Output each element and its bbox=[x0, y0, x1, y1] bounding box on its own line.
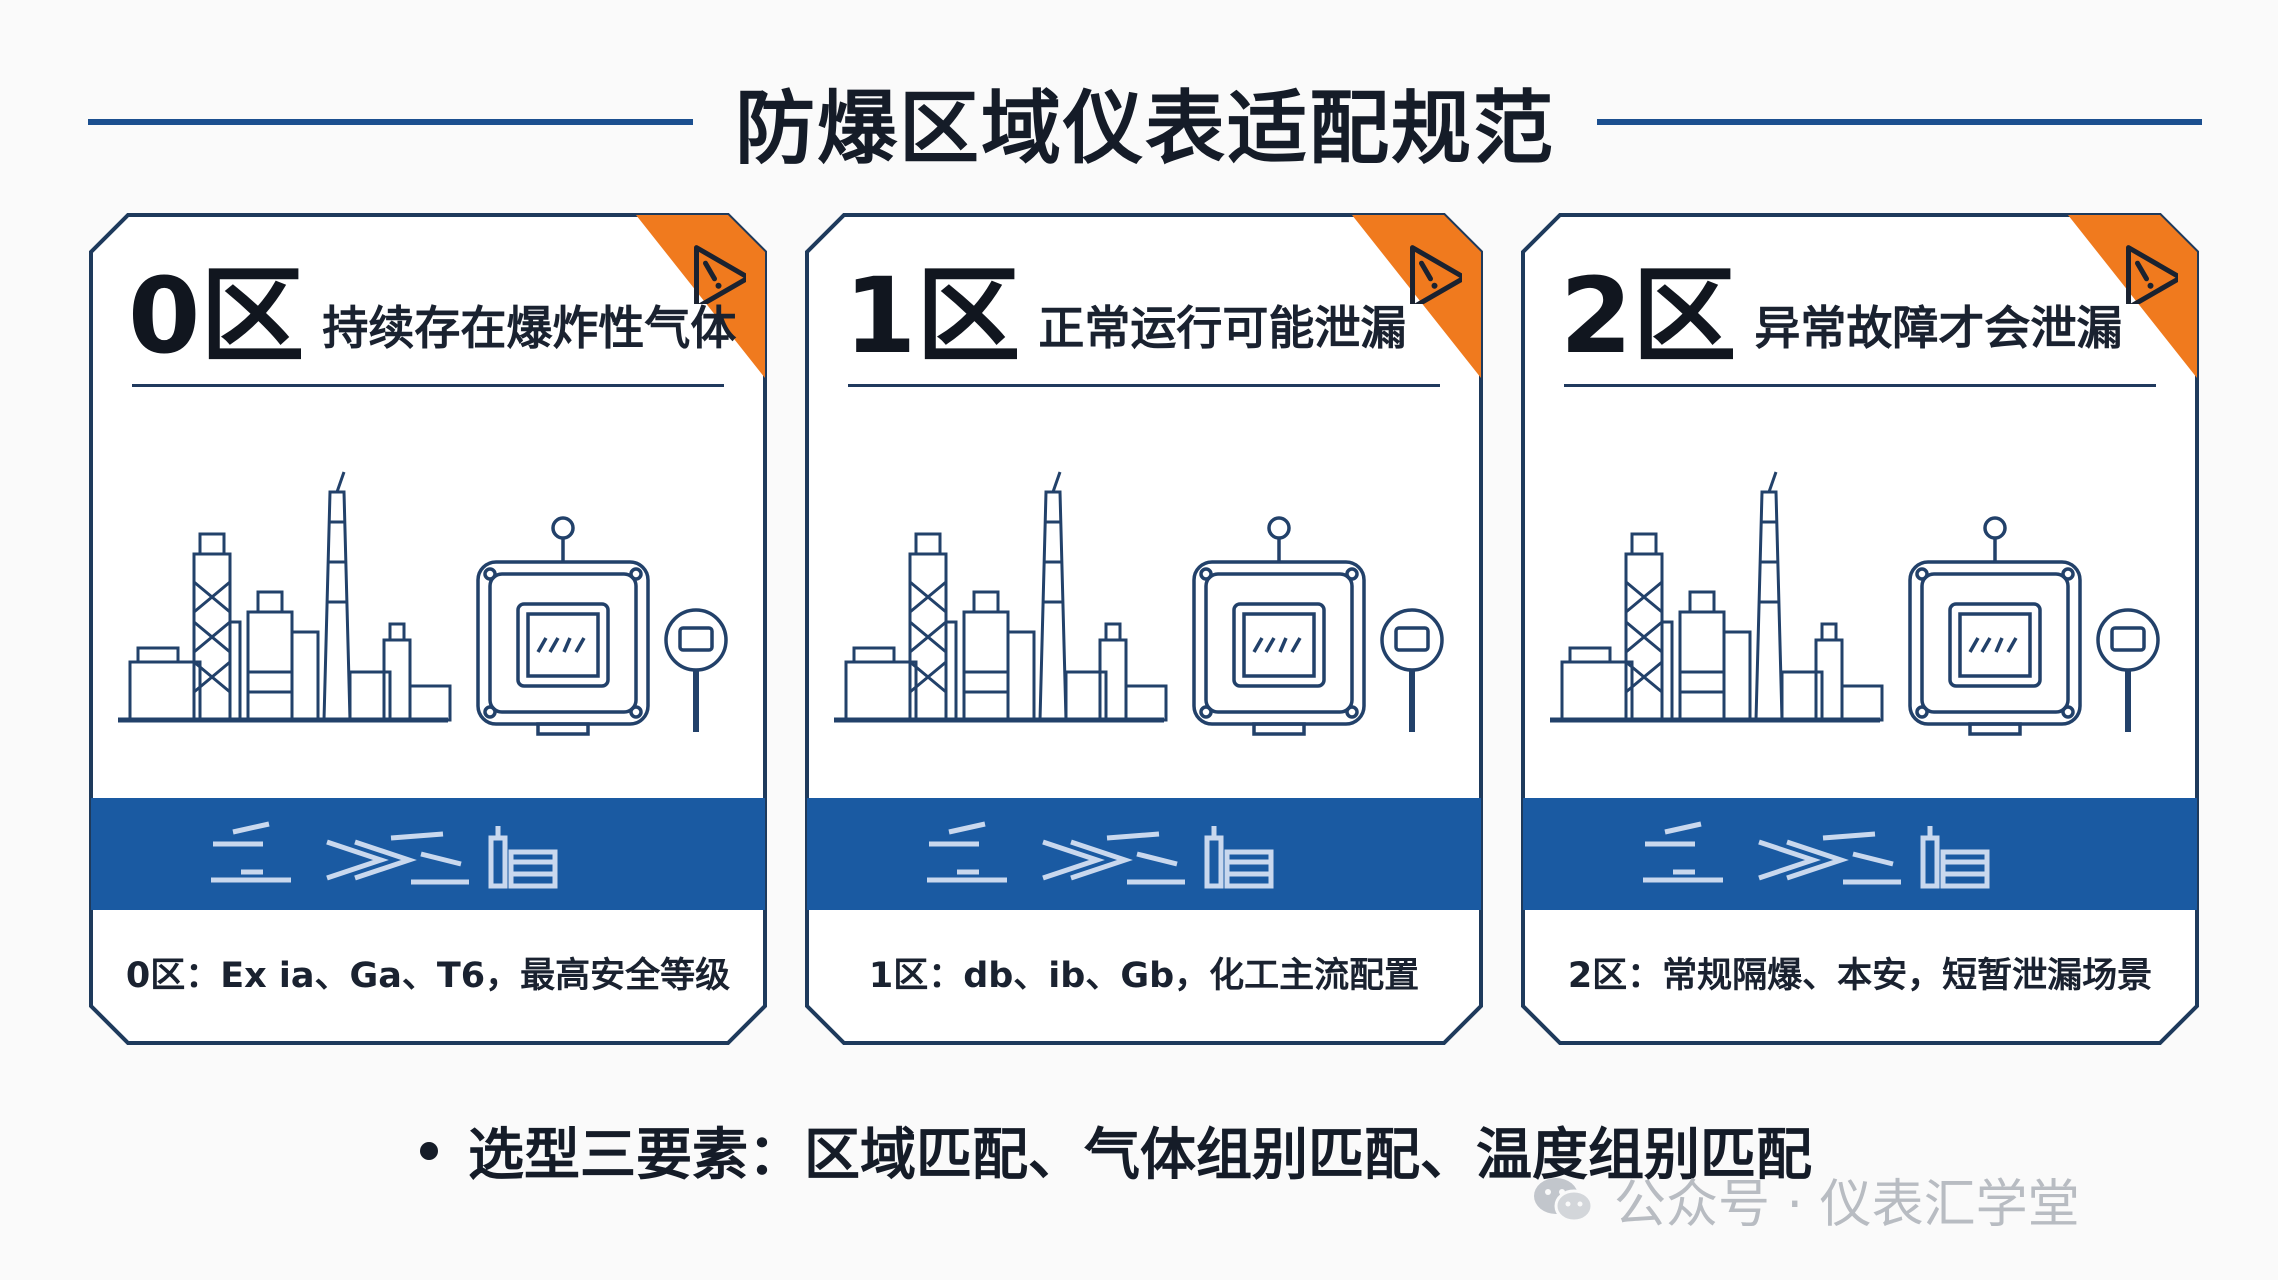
bullet-dot bbox=[420, 1141, 438, 1160]
chemical-plant-icon bbox=[834, 471, 1168, 723]
card-footer: 2区：常规隔爆、本安，短暂泄漏场景 bbox=[1567, 956, 2153, 996]
card-footer: 0区：Ex ia、Ga、T6，最高安全等级 bbox=[125, 956, 731, 996]
warning-icon bbox=[2126, 245, 2178, 304]
bullet-text: 选型三要素：区域匹配、气体组别匹配、温度组别匹配 bbox=[468, 1123, 1812, 1188]
chemical-plant-icon bbox=[1550, 471, 1884, 723]
flow-arrows-icon bbox=[1758, 831, 1901, 885]
card-header: 1区 正常运行可能泄漏 bbox=[844, 264, 1406, 368]
chemical-plant-icon bbox=[118, 471, 452, 723]
zone-description: 正常运行可能泄漏 bbox=[1038, 301, 1407, 355]
explosion-proof-instrument-icon bbox=[1192, 516, 1366, 736]
page-title: 防爆区域仪表适配规范 bbox=[735, 82, 1555, 175]
title-row: 防爆区域仪表适配规范 bbox=[88, 72, 2202, 175]
tank-icon bbox=[488, 826, 558, 889]
card-footer: 1区：db、ib、Gb，化工主流配置 bbox=[868, 956, 1420, 996]
warning-icon bbox=[1410, 245, 1462, 304]
header-rule bbox=[848, 384, 1440, 387]
zone-description: 异常故障才会泄漏 bbox=[1754, 301, 2123, 355]
handheld-gauge-icon bbox=[2096, 608, 2160, 732]
selection-bullet: 选型三要素：区域匹配、气体组别匹配、温度组别匹配 bbox=[420, 1110, 1812, 1191]
wechat-icon bbox=[1534, 1177, 1594, 1222]
pipeline-band bbox=[1523, 798, 2197, 910]
zone-label: 0区 bbox=[128, 255, 305, 377]
warning-icon bbox=[694, 245, 746, 304]
handheld-gauge-icon bbox=[1380, 608, 1444, 732]
zone-card-1: 1区 正常运行可能泄漏 bbox=[804, 212, 1484, 1046]
title-rule-left bbox=[88, 119, 693, 125]
flow-arrows-icon bbox=[326, 831, 469, 885]
pipe-flow-icon bbox=[927, 821, 1007, 883]
zone-label: 1区 bbox=[844, 255, 1021, 377]
zone-description: 持续存在爆炸性气体 bbox=[322, 301, 737, 355]
header-rule bbox=[132, 384, 724, 387]
title-rule-right bbox=[1597, 119, 2202, 125]
tank-icon bbox=[1920, 826, 1990, 889]
watermark: 公众号 · 仪表汇学堂 bbox=[1530, 1162, 2080, 1237]
card-header: 0区 持续存在爆炸性气体 bbox=[128, 264, 736, 368]
pipeline-band bbox=[807, 798, 1481, 910]
zone-label: 2区 bbox=[1560, 255, 1737, 377]
pipe-flow-icon bbox=[211, 821, 291, 883]
card-header: 2区 异常故障才会泄漏 bbox=[1560, 264, 2122, 368]
header-rule bbox=[1564, 384, 2156, 387]
tank-icon bbox=[1204, 826, 1274, 889]
pipeline-band bbox=[91, 798, 765, 910]
pipe-flow-icon bbox=[1643, 821, 1723, 883]
zone-card-2: 2区 异常故障才会泄漏 bbox=[1520, 212, 2200, 1046]
flow-arrows-icon bbox=[1042, 831, 1185, 885]
explosion-proof-instrument-icon bbox=[1908, 516, 2082, 736]
zone-card-0: 0区 持续存在爆炸性气体 bbox=[88, 212, 768, 1046]
watermark-text: 公众号 · 仪表汇学堂 bbox=[1614, 1175, 2080, 1235]
